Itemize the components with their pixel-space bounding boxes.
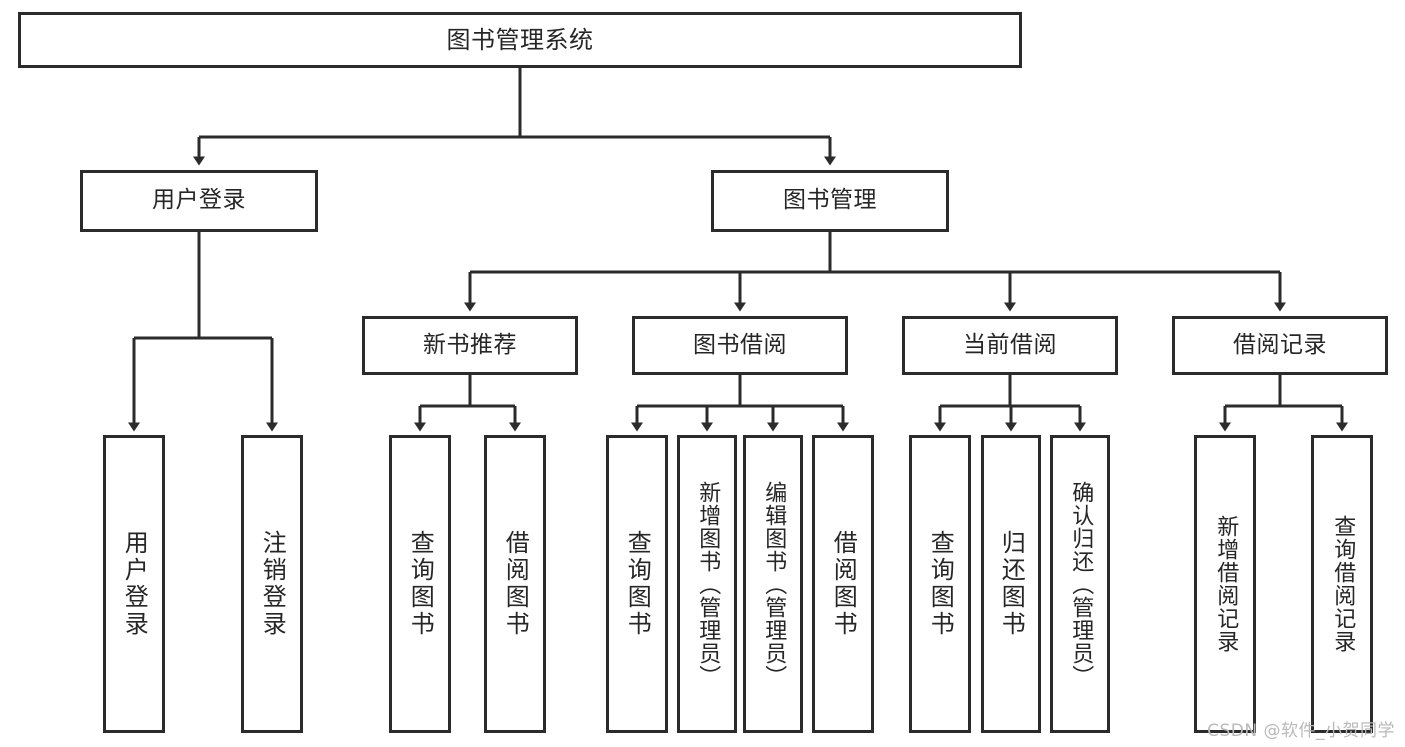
- node-current-borrow[interactable]: 当前借阅: [902, 316, 1118, 375]
- node-root-book-management-system[interactable]: 图书管理系统: [18, 12, 1022, 68]
- node-leaf-query-book-1[interactable]: 查询图书: [389, 435, 451, 733]
- node-label: 借阅图书: [829, 530, 858, 638]
- node-leaf-borrow-book-2[interactable]: 借阅图书: [812, 435, 874, 733]
- node-label: 图书管理系统: [446, 25, 594, 54]
- node-label: 图书借阅: [693, 331, 787, 358]
- node-leaf-confirm-return[interactable]: 确认归还（管理员）: [1050, 435, 1110, 733]
- node-label: 借阅图书: [501, 530, 530, 638]
- node-leaf-query-book-2[interactable]: 查询图书: [606, 435, 668, 733]
- node-borrow-record[interactable]: 借阅记录: [1172, 316, 1388, 375]
- node-user-login[interactable]: 用户登录: [80, 170, 318, 232]
- node-label: 图书管理: [783, 187, 877, 214]
- node-leaf-return-book[interactable]: 归还图书: [981, 435, 1041, 733]
- node-label: 查询图书: [926, 530, 955, 638]
- node-label: 用户登录: [152, 187, 246, 214]
- node-label: 确认归还（管理员）: [1068, 480, 1094, 688]
- node-new-book-recommend[interactable]: 新书推荐: [362, 316, 578, 375]
- node-label: 编辑图书（管理员）: [761, 480, 787, 688]
- node-leaf-add-book[interactable]: 新增图书（管理员）: [677, 435, 737, 733]
- node-leaf-query-borrow-record[interactable]: 查询借阅记录: [1311, 435, 1373, 733]
- node-leaf-logout-login[interactable]: 注销登录: [241, 435, 303, 733]
- node-label: 查询图书: [406, 530, 435, 638]
- node-label: 当前借阅: [963, 331, 1057, 358]
- node-book-management[interactable]: 图书管理: [711, 170, 949, 232]
- node-label: 用户登录: [120, 530, 149, 638]
- node-leaf-query-book-3[interactable]: 查询图书: [909, 435, 971, 733]
- node-leaf-user-login[interactable]: 用户登录: [103, 435, 165, 733]
- node-book-borrow[interactable]: 图书借阅: [632, 316, 848, 375]
- node-label: 归还图书: [997, 530, 1026, 638]
- node-leaf-add-borrow-record[interactable]: 新增借阅记录: [1194, 435, 1256, 733]
- node-label: 查询图书: [623, 530, 652, 638]
- node-label: 查询借阅记录: [1330, 515, 1356, 653]
- node-leaf-edit-book[interactable]: 编辑图书（管理员）: [743, 435, 803, 733]
- node-label: 借阅记录: [1233, 331, 1327, 358]
- node-label: 注销登录: [258, 530, 287, 638]
- node-label: 新增图书（管理员）: [695, 480, 721, 688]
- node-label: 新增借阅记录: [1213, 515, 1239, 653]
- node-label: 新书推荐: [423, 331, 517, 358]
- node-leaf-borrow-book-1[interactable]: 借阅图书: [484, 435, 546, 733]
